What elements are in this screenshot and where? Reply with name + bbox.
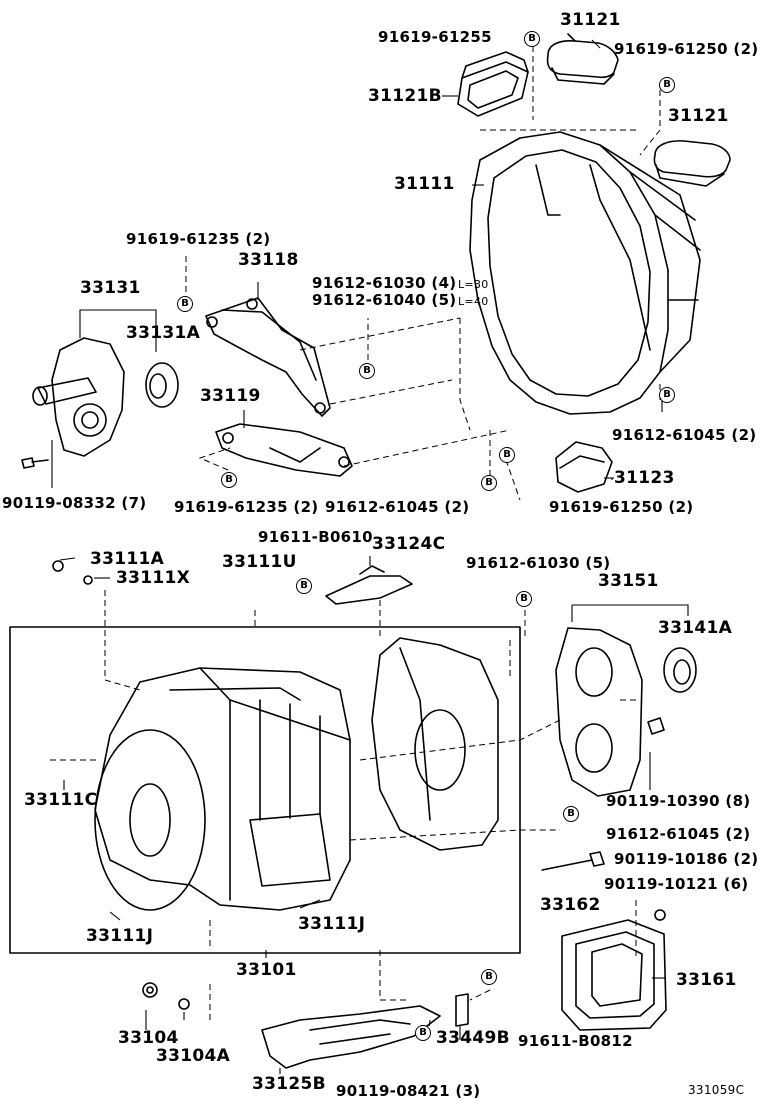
bolt-90119-10390 bbox=[647, 717, 665, 735]
label-33111a: 33111A bbox=[90, 549, 165, 569]
retainer-33131 bbox=[32, 337, 125, 457]
marker-b: B bbox=[177, 296, 193, 312]
label-91619-61235-left: 91619-61235 (2) bbox=[126, 230, 271, 248]
label-33119: 33119 bbox=[200, 386, 261, 406]
marker-b: B bbox=[221, 472, 237, 488]
label-91612-61045-mid: 91612-61045 (2) bbox=[325, 498, 470, 516]
label-91612-61030-4: 91612-61030 (4) bbox=[312, 274, 457, 292]
label-31111: 31111 bbox=[394, 174, 455, 194]
marker-b: B bbox=[481, 475, 497, 491]
label-33111c: 33111C bbox=[24, 790, 98, 810]
label-31121b: 31121B bbox=[368, 86, 442, 106]
label-33104: 33104 bbox=[118, 1028, 179, 1048]
cover-31123 bbox=[555, 441, 613, 493]
label-90119-10186: 90119-10186 (2) bbox=[614, 850, 759, 868]
label-91611-b0610: 91611-B0610 bbox=[258, 528, 373, 546]
cover-31121b bbox=[457, 51, 529, 117]
label-33118: 33118 bbox=[238, 250, 299, 270]
pin-33449b bbox=[455, 993, 469, 1027]
label-90119-08421: 90119-08421 (3) bbox=[336, 1082, 481, 1100]
label-33104a: 33104A bbox=[156, 1046, 231, 1066]
label-91619-61235-bottom: 91619-61235 (2) bbox=[174, 498, 319, 516]
label-31123: 31123 bbox=[614, 468, 675, 488]
label-33162: 33162 bbox=[540, 895, 601, 915]
label-33125b: 33125B bbox=[252, 1074, 326, 1094]
gasket-33104a bbox=[178, 998, 190, 1010]
marker-b: B bbox=[499, 447, 515, 463]
label-91619-61255: 91619-61255 bbox=[378, 28, 492, 46]
washer-33111x bbox=[83, 575, 93, 585]
marker-b: B bbox=[524, 31, 540, 47]
label-31121-right: 31121 bbox=[668, 106, 729, 126]
label-33101: 33101 bbox=[236, 960, 297, 980]
leader-lines bbox=[50, 46, 661, 1039]
label-91619-61250-top: 91619-61250 (2) bbox=[614, 40, 759, 58]
label-91612-61030-5: 91612-61030 (5) bbox=[466, 554, 611, 572]
label-91611-b0812: 91611-B0812 bbox=[518, 1032, 633, 1050]
clip-33124c bbox=[325, 565, 413, 605]
oil-seal-33131a bbox=[145, 362, 179, 408]
label-31121-top: 31121 bbox=[560, 10, 621, 30]
bracket-33119 bbox=[215, 423, 353, 477]
label-l30: L=30 bbox=[458, 278, 489, 291]
label-33141a: 33141A bbox=[658, 618, 733, 638]
cover-31121-right bbox=[653, 140, 731, 187]
cover-31121-top bbox=[546, 33, 619, 85]
label-33151: 33151 bbox=[598, 571, 659, 591]
label-33111u: 33111U bbox=[222, 552, 297, 572]
lever-assembly-33125b bbox=[261, 1005, 441, 1069]
marker-b: B bbox=[481, 969, 497, 985]
figure-code: 331059C bbox=[688, 1083, 745, 1097]
label-33111x: 33111X bbox=[116, 568, 191, 588]
marker-b: B bbox=[516, 591, 532, 607]
label-33111j-left: 33111J bbox=[86, 926, 154, 946]
label-33131a: 33131A bbox=[126, 323, 201, 343]
bracket-33118 bbox=[205, 297, 331, 417]
nut-33111a bbox=[52, 560, 64, 572]
marker-b: B bbox=[659, 387, 675, 403]
plug-33104 bbox=[142, 982, 158, 998]
transmission-case bbox=[94, 667, 351, 911]
bolt-90119-08332 bbox=[21, 457, 49, 469]
oil-seal-33141a bbox=[663, 647, 697, 693]
marker-b: B bbox=[296, 578, 312, 594]
marker-b: B bbox=[359, 363, 375, 379]
label-33161: 33161 bbox=[676, 970, 737, 990]
label-33124c: 33124C bbox=[372, 534, 446, 554]
marker-b: B bbox=[415, 1025, 431, 1041]
label-33111j-right: 33111J bbox=[298, 914, 366, 934]
intermediate-plate bbox=[371, 637, 499, 851]
marker-b: B bbox=[563, 806, 579, 822]
label-91612-61045-low: 91612-61045 (2) bbox=[606, 825, 751, 843]
shift-cover-33161-33162 bbox=[561, 919, 667, 1031]
bolt-90119-10121 bbox=[654, 909, 666, 921]
label-90119-08332: 90119-08332 (7) bbox=[2, 494, 147, 512]
label-l40: L=40 bbox=[458, 295, 489, 308]
bell-housing-31111 bbox=[469, 131, 701, 415]
label-90119-10390: 90119-10390 (8) bbox=[606, 792, 751, 810]
marker-b: B bbox=[659, 77, 675, 93]
label-33449b: 33449B bbox=[436, 1028, 510, 1048]
label-91612-61040-5: 91612-61040 (5) bbox=[312, 291, 457, 309]
label-91619-61250-bottom: 91619-61250 (2) bbox=[549, 498, 694, 516]
bolt-90119-10186 bbox=[541, 851, 605, 871]
label-90119-10121: 90119-10121 (6) bbox=[604, 875, 749, 893]
assembly-frame-33101 bbox=[9, 626, 521, 954]
label-91612-61045-right: 91612-61045 (2) bbox=[612, 426, 757, 444]
label-33131: 33131 bbox=[80, 278, 141, 298]
extension-housing-33151 bbox=[555, 627, 643, 797]
callout-lines bbox=[51, 39, 689, 1074]
